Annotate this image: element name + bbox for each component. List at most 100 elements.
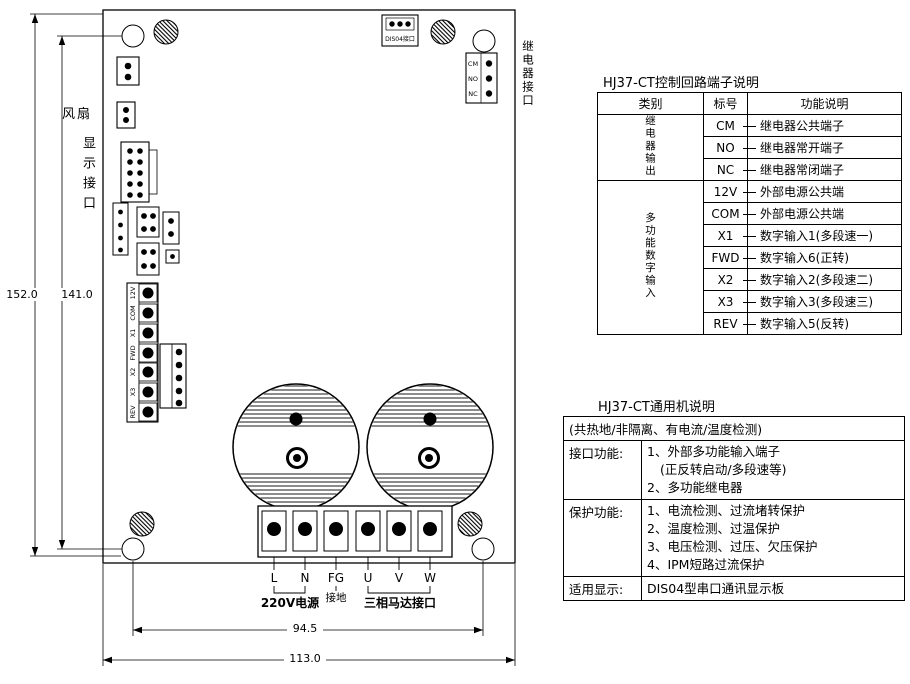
relay-pin-label: NO — [468, 75, 478, 83]
leader-dash — [743, 236, 756, 237]
table-header-row: 类别 标号 功能说明 — [597, 92, 902, 115]
leader-dash — [743, 258, 756, 259]
dim-hole-span-width: 94.5 — [293, 622, 318, 635]
strip-pin-label: FWD — [129, 345, 137, 360]
table-row: X3 数字输入3(多段速三) — [598, 290, 902, 313]
leader-dash — [743, 126, 756, 127]
terminal-desc: 数字输入6(正转) — [743, 246, 902, 269]
mounting-holes — [121, 19, 496, 561]
content-line: 3、电压检测、过压、欠压保护 — [647, 539, 818, 554]
dim-board-height: 152.0 — [6, 288, 38, 301]
leader-dash — [743, 280, 756, 281]
terminal-desc: 外部电源公共端 — [743, 202, 902, 225]
terminal-desc: 数字输入5(反转) — [743, 312, 902, 335]
row-content-protection: 1、电流检测、过流堵转保护 2、温度检测、过温保护 3、电压检测、过压、欠压保护… — [641, 499, 905, 577]
strip-pin-label: COM — [129, 305, 137, 320]
dimension-labels: 94.5 113.0 152.0 141.0 — [4, 288, 326, 665]
terminal-code: NC — [703, 158, 748, 181]
table-row: FWD 数字输入6(正转) — [598, 246, 902, 269]
terminal-table-title: HJ37-CT控制回路端子说明 — [603, 76, 759, 91]
machine-table: (共热地/非隔离、有电流/温度检测) 接口功能: 1、外部多功能输入端子 (正反… — [563, 416, 905, 601]
fan-connector — [116, 56, 140, 86]
table-row: NO 继电器常开端子 — [598, 136, 902, 159]
display-connector — [120, 141, 158, 203]
content-line: 1、电流检测、过流堵转保护 — [647, 503, 805, 518]
dim-hole-span-height: 141.0 — [61, 288, 93, 301]
row-label-protection: 保护功能: — [563, 499, 642, 577]
relay-pin-label: CM — [468, 60, 478, 68]
digital-input-strip: 12V COM X1 FWD X2 X3 REV — [126, 282, 159, 423]
table-row: 适用显示: DIS04型串口通讯显示板 — [563, 576, 905, 601]
dim-board-width: 113.0 — [289, 652, 321, 665]
table-row: 保护功能: 1、电流检测、过流堵转保护 2、温度检测、过温保护 3、电压检测、过… — [563, 499, 905, 577]
strip-pin-label: 12V — [129, 286, 137, 299]
strip-pin-label: X1 — [129, 329, 137, 338]
table-row: NC 继电器常闭端子 — [598, 158, 902, 181]
aux-connectors-mid — [112, 202, 180, 276]
table-row: 继电器输出 CM 继电器公共端子 — [597, 114, 902, 181]
table-row: 多功能数字输入 12V 外部电源公共端 — [597, 180, 902, 335]
table-row: X2 数字输入2(多段速二) — [598, 268, 902, 291]
content-line: 2、多功能继电器 — [647, 480, 743, 495]
terminal-desc: 继电器常开端子 — [743, 136, 902, 159]
row-content-display: DIS04型串口通讯显示板 — [641, 576, 905, 601]
terminal-desc: 数字输入1(多段速一) — [743, 224, 902, 247]
terminal-code: COM — [703, 202, 748, 225]
category-relay-output: 继电器输出 — [597, 114, 704, 181]
power-terminal-block — [257, 505, 453, 570]
terminal-code: X2 — [703, 268, 748, 291]
dis04-label: DIS04接口 — [385, 35, 415, 43]
terminal-code: X1 — [703, 224, 748, 247]
terminal-desc: 继电器常闭端子 — [743, 158, 902, 181]
ground-label: 接地 — [326, 591, 347, 604]
terminal-code: NO — [703, 136, 748, 159]
terminal-code: CM — [703, 114, 748, 137]
header-category: 类别 — [597, 92, 704, 115]
row-label-interface: 接口功能: — [563, 440, 642, 500]
terminal-group-brackets — [273, 586, 431, 594]
relay-pin-label: NC — [468, 90, 478, 98]
terminal-desc: 数字输入2(多段速二) — [743, 268, 902, 291]
terminal-labels: L N FG U V W — [271, 571, 436, 585]
dimension-arrows — [31, 14, 515, 664]
aux-connector-5pin — [159, 343, 187, 409]
terminal-label: U — [364, 571, 373, 585]
terminal-desc: 外部电源公共端 — [743, 180, 902, 203]
terminal-code: X3 — [703, 290, 748, 313]
fan-label: 风扇 — [62, 107, 93, 122]
content-line: DIS04型串口通讯显示板 — [647, 580, 785, 596]
content-line: 2、温度检测、过温保护 — [647, 521, 780, 536]
terminal-label: N — [301, 571, 310, 585]
terminal-label: FG — [328, 571, 344, 585]
motor-label: 三相马达接口 — [364, 595, 436, 610]
terminal-code: 12V — [703, 180, 748, 203]
terminal-desc: 数字输入3(多段速三) — [743, 290, 902, 313]
header-desc: 功能说明 — [747, 92, 902, 115]
pcb-diagram: 12V COM X1 FWD X2 X3 REV — [4, 9, 516, 666]
machine-table-title: HJ37-CT通用机说明 — [598, 400, 715, 415]
power-label: 220V电源 — [261, 595, 319, 610]
content-line: 4、IPM短路过流保护 — [647, 557, 765, 572]
row-content-interface: 1、外部多功能输入端子 (正反转启动/多段速等) 2、多功能继电器 — [641, 440, 905, 500]
relay-connector: CM NO NC — [465, 52, 498, 104]
leader-dash — [743, 192, 756, 193]
dis04-connector: DIS04接口 — [381, 14, 419, 47]
display-port-label: 显示接口 — [80, 136, 95, 216]
terminal-desc: 继电器公共端子 — [743, 114, 902, 137]
terminal-label: W — [424, 571, 436, 585]
strip-pin-label: REV — [129, 405, 137, 419]
header-code: 标号 — [703, 92, 748, 115]
terminal-label: V — [395, 571, 404, 585]
table-row: 接口功能: 1、外部多功能输入端子 (正反转启动/多段速等) 2、多功能继电器 — [563, 440, 905, 500]
terminal-label: L — [271, 571, 278, 585]
terminal-code: REV — [703, 312, 748, 335]
table-row: REV 数字输入5(反转) — [598, 312, 902, 335]
content-line: 1、外部多功能输入端子 — [647, 444, 780, 459]
content-line: (正反转启动/多段速等) — [660, 462, 787, 477]
capacitor-left — [232, 383, 360, 511]
capacitor-right — [366, 383, 494, 511]
category-digital-input: 多功能数字输入 — [597, 180, 704, 335]
terminal-table: 类别 标号 功能说明 继电器输出 CM 继电器公共端子 NO 继电器常开端子 N… — [597, 92, 902, 335]
leader-dash — [743, 170, 756, 171]
leader-dash — [743, 302, 756, 303]
